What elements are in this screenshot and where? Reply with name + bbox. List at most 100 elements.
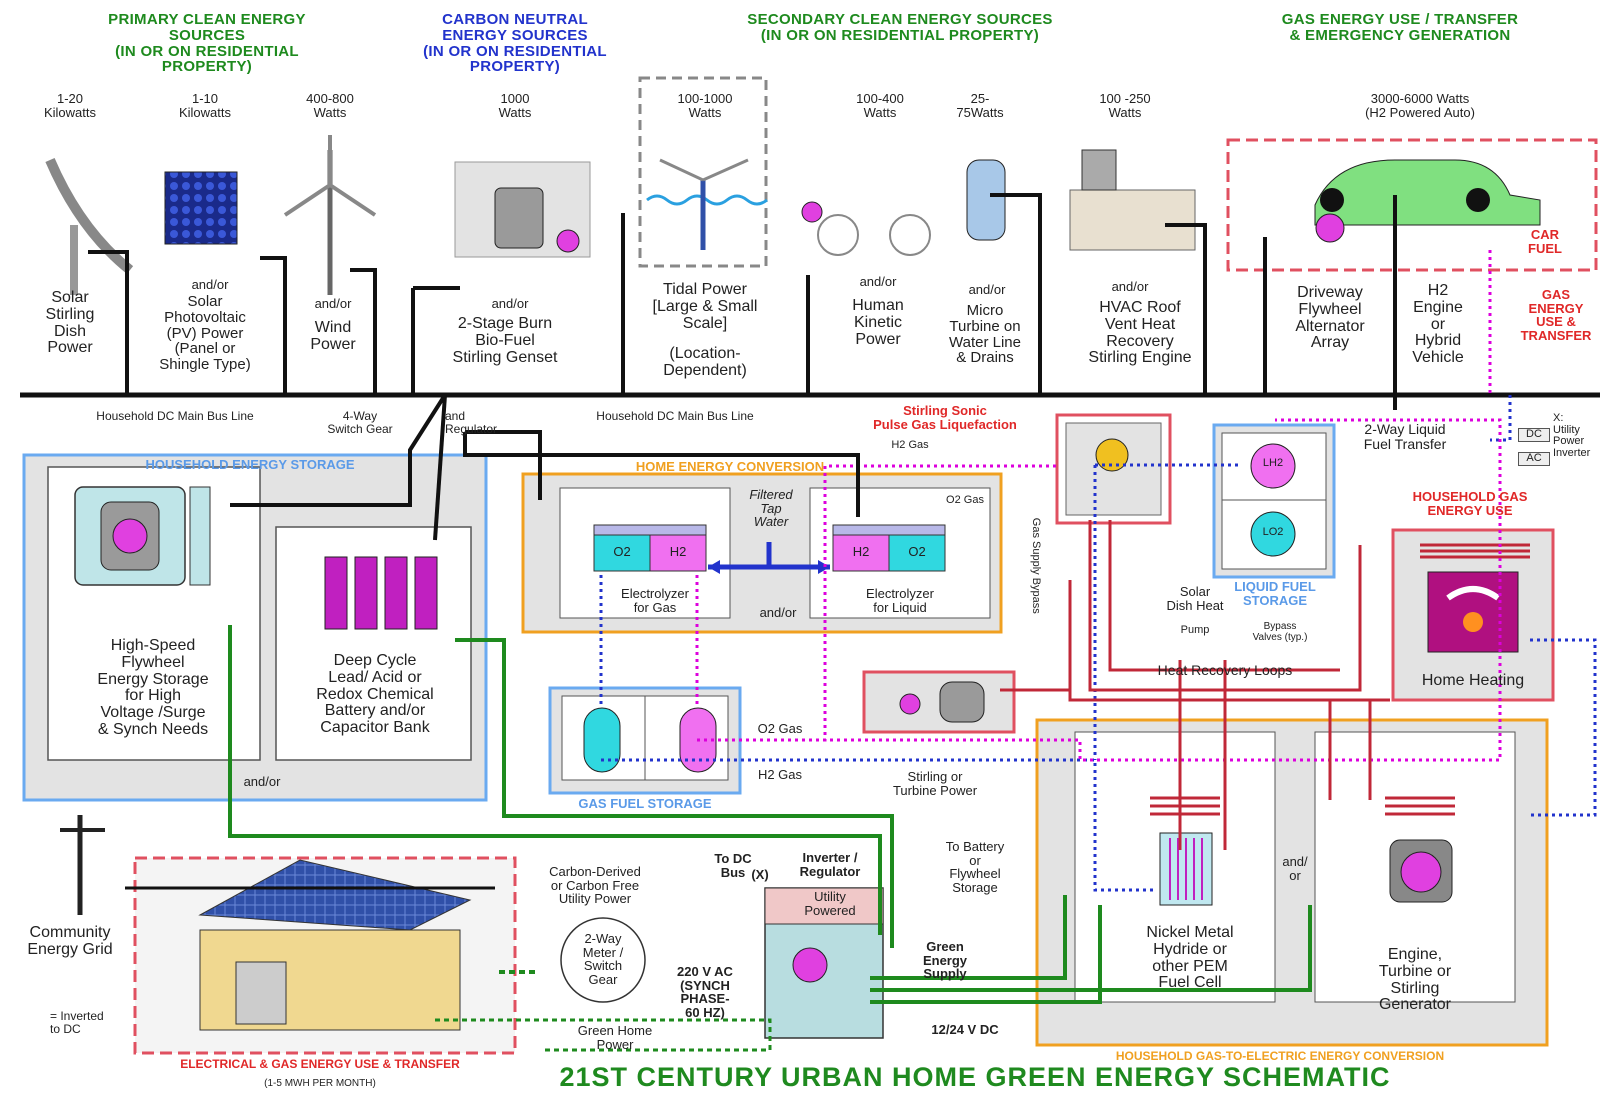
label-liquid-transfer: 2-Way Liquid Fuel Transfer bbox=[1363, 421, 1447, 452]
label-liquefaction: Stirling Sonic Pulse Gas Liquefaction bbox=[873, 403, 1017, 432]
label-utility-powered: Utility Powered bbox=[804, 889, 856, 918]
andor-storage: and/or bbox=[243, 774, 281, 789]
label-to-battery: To Battery or Flywheel Storage bbox=[945, 839, 1005, 895]
header-primary: PRIMARY CLEAN ENERGY SOURCES (IN OR ON R… bbox=[108, 11, 306, 76]
legend-inverted: = Inverted to DC bbox=[50, 1009, 104, 1036]
lo2-label: LO2 bbox=[1262, 526, 1284, 538]
rating-human: 100-400 Watts bbox=[856, 91, 904, 120]
label-h2-gas-top: H2 Gas bbox=[891, 439, 929, 451]
label-filtered-water: Filtered Tap Water bbox=[749, 487, 793, 530]
label-solar-dish-heat: Solar Dish Heat bbox=[1166, 584, 1224, 613]
pv-panel bbox=[164, 171, 238, 245]
label-gas-bypass: Gas Supply Bypass bbox=[1029, 517, 1042, 614]
label-pump: Pump bbox=[1180, 624, 1210, 636]
rating-tidal: 100-1000 Watts bbox=[677, 91, 733, 120]
andor-micro: and/or bbox=[968, 282, 1006, 297]
lo2-tank bbox=[1250, 511, 1296, 557]
rating-micro-turbine: 25- 75Watts bbox=[956, 91, 1004, 120]
utility-inverter-label: X: Utility Power Inverter bbox=[1553, 412, 1591, 459]
label-switch-gear: 4-Way Switch Gear bbox=[327, 409, 393, 436]
label-human: Human Kinetic Power bbox=[852, 297, 904, 348]
o2-gas-tank bbox=[583, 707, 621, 773]
battery-bank bbox=[324, 556, 438, 630]
house-roof bbox=[198, 859, 472, 931]
label-battery: Deep Cycle Lead/ Acid or Redox Chemical … bbox=[316, 652, 434, 737]
lh2-label: LH2 bbox=[1262, 457, 1284, 469]
rating-biofuel: 1000 Watts bbox=[498, 91, 532, 120]
label-h2-gas: H2 Gas bbox=[757, 767, 803, 782]
label-green-home: Green Home Power bbox=[577, 1023, 653, 1052]
andor-electrolyzer: and/or bbox=[759, 605, 797, 620]
label-regulator: and Regulator bbox=[445, 409, 498, 436]
label-o2-gas-top: O2 Gas bbox=[946, 494, 984, 506]
header-carbon-neutral: CARBON NEUTRAL ENERGY SOURCES (IN OR ON … bbox=[423, 11, 607, 76]
stirling-genset bbox=[494, 187, 544, 249]
conversion-title: HOME ENERGY CONVERSION bbox=[635, 459, 825, 474]
andor-biofuel: and/or bbox=[491, 296, 529, 311]
h2-left-label: H2 bbox=[669, 544, 687, 559]
label-hvac: HVAC Roof Vent Heat Recovery Stirling En… bbox=[1088, 299, 1192, 367]
label-engine-vehicle: H2 Engine or Hybrid Vehicle bbox=[1412, 282, 1464, 367]
rating-wind: 400-800 Watts bbox=[306, 91, 354, 120]
label-bus-left: Household DC Main Bus Line bbox=[96, 409, 254, 423]
label-home-heating: Home Heating bbox=[1421, 672, 1525, 689]
solar-dish-shape bbox=[45, 158, 134, 274]
label-generator: Engine, Turbine or Stirling Generator bbox=[1378, 946, 1452, 1014]
bike-wheel-rear bbox=[817, 214, 859, 256]
label-solar-pv: Solar Photovoltaic (PV) Power (Panel or … bbox=[159, 293, 251, 373]
label-fuel-cell: Nickel Metal Hydride or other PEM Fuel C… bbox=[1146, 924, 1234, 992]
label-tidal: Tidal Power [Large & Small Scale] bbox=[652, 281, 758, 332]
label-community-grid: Community Energy Grid bbox=[27, 924, 113, 958]
ac-label: AC bbox=[1518, 452, 1550, 466]
label-carbon-derived: Carbon-Derived or Carbon Free Utility Po… bbox=[549, 864, 641, 907]
tidal-frame bbox=[638, 76, 768, 268]
label-220v: 220 V AC (SYNCH PHASE- 60 HZ) bbox=[677, 964, 733, 1020]
lh2-tank bbox=[1250, 443, 1296, 489]
gas-to-electric-title: HOUSEHOLD GAS-TO-ELECTRIC ENERGY CONVERS… bbox=[1115, 1049, 1445, 1063]
label-solar-dish: Solar Stirling Dish Power bbox=[45, 289, 95, 357]
house-title: ELECTRICAL & GAS ENERGY USE & TRANSFER bbox=[180, 1057, 460, 1071]
liquid-storage-title: LIQUID FUEL STORAGE bbox=[1234, 579, 1316, 608]
andor-generator: and/ or bbox=[1282, 854, 1308, 883]
hvac-vent bbox=[1069, 189, 1196, 251]
label-micro-turbine: Micro Turbine on Water Line & Drains bbox=[949, 302, 1021, 367]
andor-wind: and/or bbox=[314, 296, 352, 311]
label-inverter: Inverter / Regulator bbox=[799, 850, 861, 879]
bike-wheel-front bbox=[889, 214, 931, 256]
gas-storage-title: GAS FUEL STORAGE bbox=[578, 796, 712, 811]
label-flywheel-array: Driveway Flywheel Alternator Array bbox=[1295, 284, 1365, 352]
label-gas-energy: GAS ENERGY USE & TRANSFER bbox=[1520, 287, 1592, 343]
label-wind: Wind Power bbox=[310, 319, 356, 353]
label-bus-mid: Household DC Main Bus Line bbox=[596, 409, 754, 423]
rating-hvac: 100 -250 Watts bbox=[1099, 91, 1151, 120]
household-gas-title: HOUSEHOLD GAS ENERGY USE bbox=[1412, 489, 1528, 518]
label-meter: 2-Way Meter / Switch Gear bbox=[582, 931, 624, 987]
label-flywheel-storage: High-Speed Flywheel Energy Storage for H… bbox=[97, 637, 209, 738]
rating-solar-pv: 1-10 Kilowatts bbox=[178, 91, 232, 120]
andor-human: and/or bbox=[859, 274, 897, 289]
header-gas-use: GAS ENERGY USE / TRANSFER & EMERGENCY GE… bbox=[1281, 11, 1519, 44]
storage-title: HOUSEHOLD ENERGY STORAGE bbox=[145, 457, 355, 472]
dc-label: DC bbox=[1518, 428, 1550, 442]
andor-hvac: and/or bbox=[1111, 279, 1149, 294]
label-bypass-valves: Bypass Valves (typ.) bbox=[1252, 621, 1308, 643]
label-stirling-turbine: Stirling or Turbine Power bbox=[892, 769, 978, 798]
label-green-supply: Green Energy Supply bbox=[922, 939, 968, 982]
rating-solar-dish: 1-20 Kilowatts bbox=[43, 91, 97, 120]
micro-turbine bbox=[966, 159, 1006, 241]
label-heat-loops: Heat Recovery Loops bbox=[1157, 662, 1293, 678]
label-electrolyzer-liquid: Electrolyzer for Liquid bbox=[866, 586, 934, 615]
h2-right-label: H2 bbox=[852, 544, 870, 559]
rating-auto: 3000-6000 Watts (H2 Powered Auto) bbox=[1365, 91, 1475, 120]
label-to-dc-bus: To DC Bus bbox=[714, 851, 752, 880]
h2-auto bbox=[1314, 159, 1541, 226]
header-secondary: SECONDARY CLEAN ENERGY SOURCES (IN OR ON… bbox=[747, 11, 1053, 44]
label-to-dc-x: (X) bbox=[751, 867, 769, 882]
two-way-meter-shape bbox=[560, 917, 646, 1003]
label-12v: 12/24 V DC bbox=[931, 1022, 999, 1037]
label-tidal-note: (Location- Dependent) bbox=[663, 345, 747, 379]
house-subtitle: (1-5 MWH PER MONTH) bbox=[264, 1078, 376, 1089]
schematic-title: 21ST CENTURY URBAN HOME GREEN ENERGY SCH… bbox=[559, 1062, 1391, 1092]
